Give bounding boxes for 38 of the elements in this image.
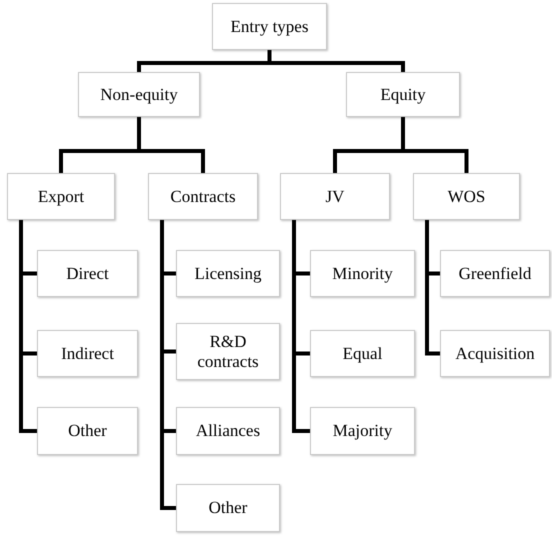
category-box	[346, 72, 460, 117]
category-box	[176, 323, 280, 380]
box-label: Licensing	[194, 264, 262, 284]
category-box	[280, 173, 390, 220]
box-label: Non-equity	[100, 84, 178, 104]
box-label: Majority	[332, 421, 392, 441]
box-label: Contracts	[170, 186, 236, 206]
category-box	[7, 173, 115, 220]
category-box	[176, 250, 280, 297]
box-label: Minority	[332, 264, 393, 284]
category-box	[37, 330, 138, 377]
category-box	[176, 407, 280, 455]
category-box	[440, 250, 550, 297]
category-box	[78, 72, 200, 117]
category-box	[440, 330, 550, 377]
category-box	[212, 3, 327, 50]
box-label: Direct	[66, 264, 109, 284]
category-box	[37, 250, 138, 297]
box-label: Indirect	[61, 344, 114, 364]
box-label: Acquisition	[455, 344, 535, 364]
box-label: R&D contracts	[196, 332, 260, 372]
box-label: Other	[208, 498, 248, 518]
category-box	[413, 173, 520, 220]
box-label: Greenfield	[458, 264, 532, 284]
category-box	[176, 484, 280, 532]
category-box	[148, 173, 258, 220]
box-label: WOS	[448, 186, 486, 206]
category-box	[37, 407, 138, 455]
box-label: Other	[68, 421, 107, 441]
category-box	[310, 330, 415, 377]
category-box	[310, 250, 415, 297]
box-label: Alliances	[196, 421, 260, 441]
box-label: Export	[38, 186, 84, 206]
box-label: Entry types	[230, 16, 308, 36]
box-label: Equity	[380, 84, 426, 104]
box-label: Equal	[342, 344, 382, 364]
box-label: JV	[326, 186, 344, 206]
category-box	[310, 407, 415, 455]
